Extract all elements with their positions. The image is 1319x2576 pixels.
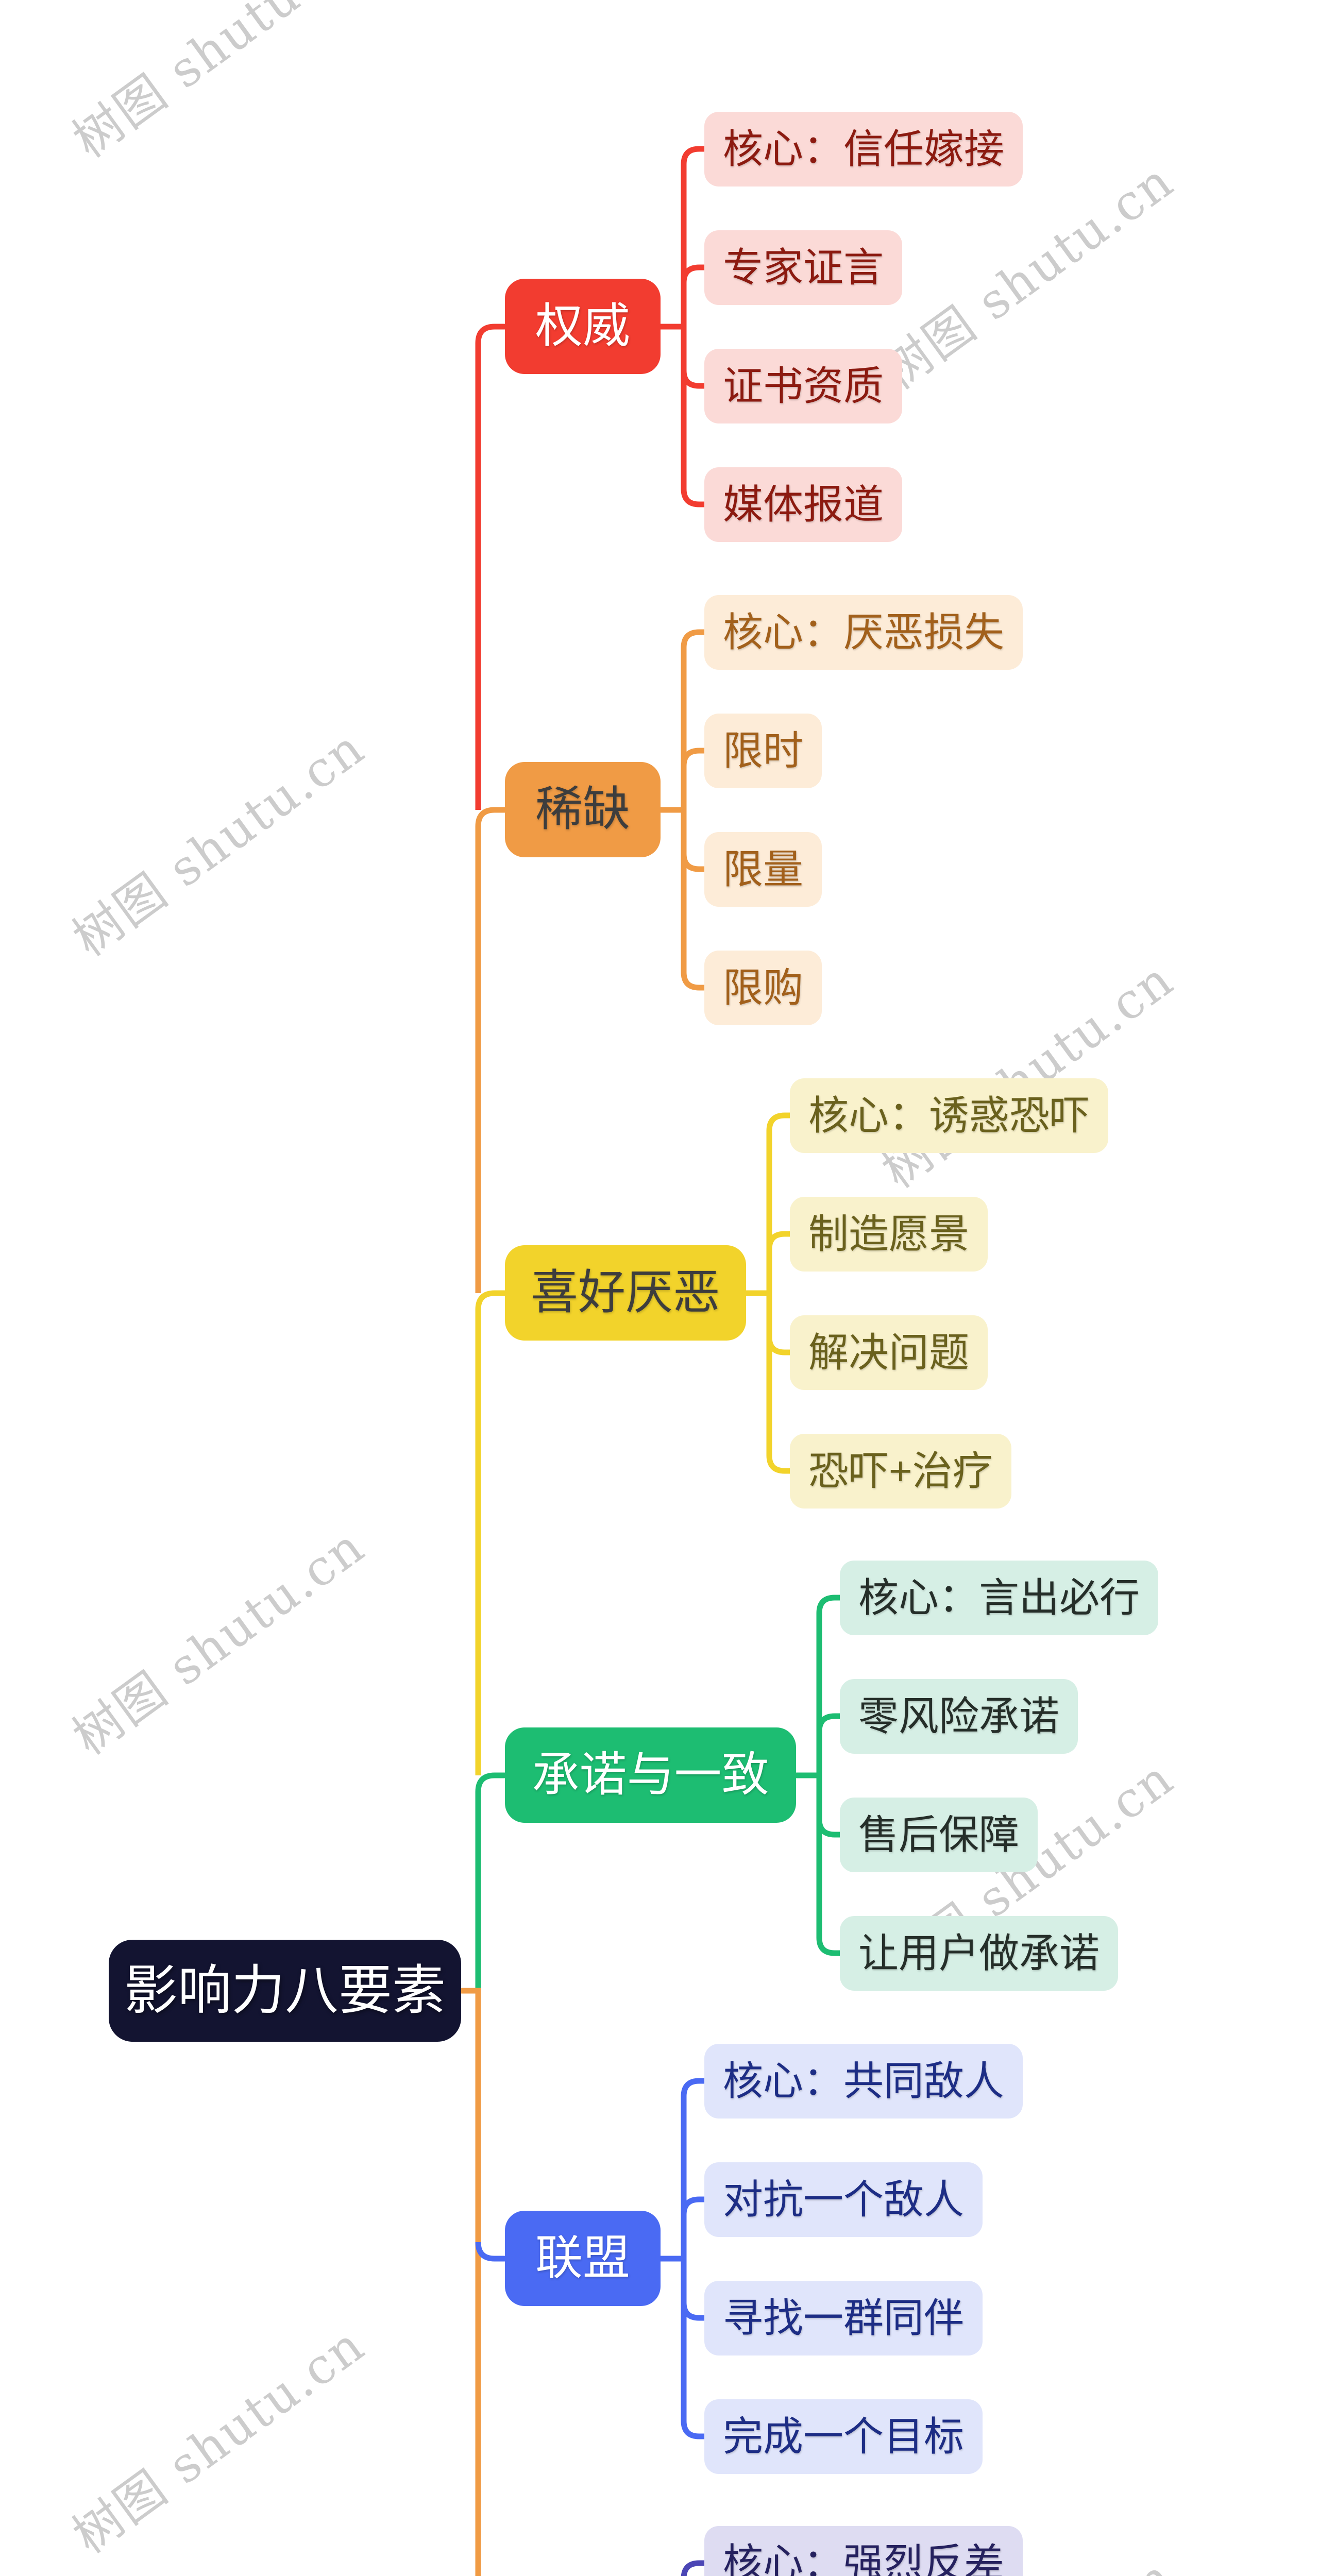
child-node[interactable]: 恐吓+治疗 (790, 1434, 1011, 1509)
trunk-segment-xique (475, 807, 505, 1293)
child-node[interactable]: 核心：共同敌人 (704, 2044, 1023, 2119)
branch-connectors-xique (661, 629, 704, 991)
child-node[interactable]: 寻找一群同伴 (704, 2281, 983, 2355)
branch-node-lianmeng[interactable]: 联盟 (505, 2211, 661, 2306)
trunk-segment-xihao (475, 1290, 505, 1775)
branch-connectors-duibi (681, 2560, 704, 2576)
branch-node-xique[interactable]: 稀缺 (505, 762, 661, 857)
branch-connectors-xihao (746, 1112, 790, 1474)
child-node[interactable]: 证书资质 (704, 349, 903, 423)
branch-connectors-quanwei (661, 146, 704, 507)
child-node[interactable]: 解决问题 (790, 1315, 988, 1390)
child-node[interactable]: 限购 (704, 951, 822, 1025)
trunk-segment-chengnuo (475, 1772, 505, 1991)
child-node[interactable]: 让用户做承诺 (840, 1916, 1119, 1991)
trunk-stub-lianmeng (475, 2242, 505, 2262)
branch-connectors-chengnuo (796, 1595, 840, 1956)
child-node[interactable]: 零风险承诺 (840, 1679, 1078, 1754)
child-node[interactable]: 核心：诱惑恐吓 (790, 1078, 1109, 1153)
branch-node-chengnuo[interactable]: 承诺与一致 (505, 1727, 796, 1823)
child-node[interactable]: 售后保障 (840, 1798, 1038, 1872)
branch-node-xihao[interactable]: 喜好厌恶 (505, 1245, 746, 1341)
child-node[interactable]: 专家证言 (704, 230, 903, 305)
child-node[interactable]: 核心：厌恶损失 (704, 595, 1023, 670)
root-node[interactable]: 影响力八要素 (109, 1940, 461, 2042)
child-node[interactable]: 对抗一个敌人 (704, 2162, 983, 2237)
child-node[interactable]: 核心：言出必行 (840, 1561, 1159, 1635)
child-node[interactable]: 媒体报道 (704, 467, 903, 542)
child-node[interactable]: 制造愿景 (790, 1197, 988, 1272)
branch-connectors-lianmeng (661, 2078, 704, 2439)
trunk-segment-lower (461, 1988, 481, 2576)
child-node[interactable]: 限量 (704, 832, 822, 907)
child-node[interactable]: 核心：强烈反差 (704, 2526, 1023, 2576)
child-node[interactable]: 完成一个目标 (704, 2399, 983, 2474)
trunk-segment-quanwei (475, 324, 505, 810)
branch-node-quanwei[interactable]: 权威 (505, 279, 661, 374)
child-node[interactable]: 限时 (704, 714, 822, 788)
child-node[interactable]: 核心：信任嫁接 (704, 112, 1023, 187)
